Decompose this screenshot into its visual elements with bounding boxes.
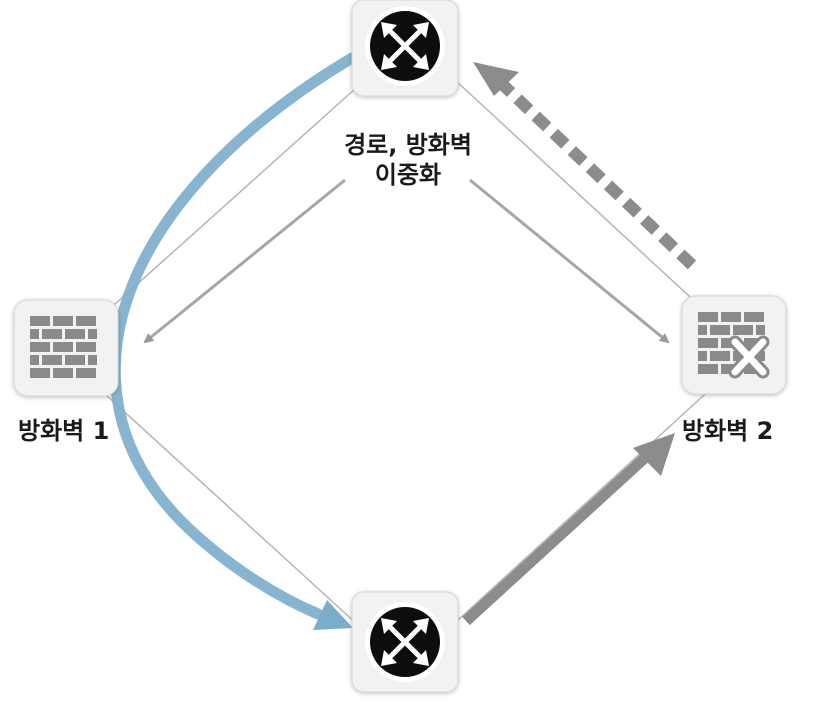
link-fw2-bottom: [457, 384, 716, 621]
redundancy-label-line2: 이중화: [374, 161, 442, 189]
firewall-1-label: 방화벽 1: [18, 417, 110, 445]
link-top-fw2: [454, 79, 716, 321]
failover-dashed-arrow: [473, 62, 697, 270]
firewall-2-label: 방화벽 2: [682, 417, 774, 445]
link-top-fw1: [94, 79, 366, 323]
router-bottom-icon: [351, 591, 459, 693]
network-links: [94, 79, 716, 626]
active-path-arrow: [109, 52, 358, 630]
arrow-to-fw2: [469, 178, 670, 344]
redundancy-label-line1: 경로, 방화벽: [344, 131, 472, 159]
redundancy-label: 경로, 방화벽 이중화: [318, 130, 498, 190]
firewall-2-icon: [681, 295, 787, 395]
router-top-icon: [351, 0, 459, 97]
inner-arrows: [143, 178, 670, 344]
firewall-1-icon: [13, 299, 119, 397]
bold-gray-arrow: [462, 433, 675, 626]
failure-x-icon: [728, 335, 770, 379]
link-fw1-bottom: [94, 384, 359, 626]
arrow-to-fw1: [143, 178, 346, 344]
